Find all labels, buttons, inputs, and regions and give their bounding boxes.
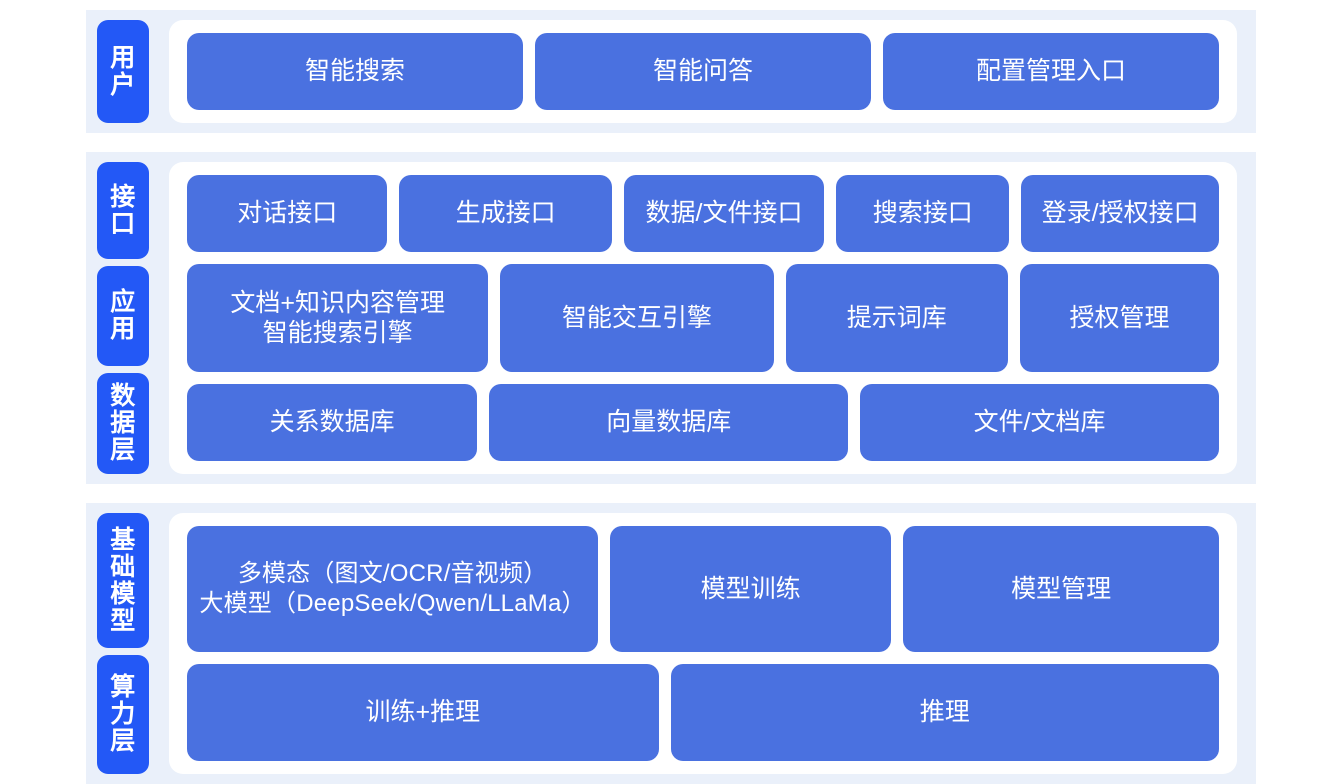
card-document-knowledge-management-label: 文档+知识内容管理 智能搜索引擎 (230, 288, 445, 349)
row-user-entries: 智能搜索 智能问答 配置管理入口 (187, 33, 1219, 110)
card-file-document-store-label: 文件/文档库 (973, 408, 1106, 437)
card-model-management-label: 模型管理 (1011, 574, 1112, 603)
card-smart-interaction-engine-label: 智能交互引擎 (561, 303, 712, 332)
band-base: 基础模型 算力层 多模态（图文/OCR/音视频） 大模型（DeepSeek/Qw… (86, 503, 1256, 784)
layer-tab-data-label: 数据层 (110, 382, 136, 464)
band-base-panel: 多模态（图文/OCR/音视频） 大模型（DeepSeek/Qwen/LLaMa）… (169, 513, 1237, 774)
band-middle-panel: 对话接口 生成接口 数据/文件接口 搜索接口 登录/授权接口 文 (169, 162, 1237, 474)
layer-tab-application[interactable]: 应用 (97, 266, 149, 366)
card-inference[interactable]: 推理 (670, 663, 1219, 761)
card-training-inference[interactable]: 训练+推理 (187, 663, 659, 761)
layer-tab-interface-label: 接口 (110, 182, 136, 238)
card-smart-interaction-engine[interactable]: 智能交互引擎 (500, 264, 774, 372)
card-generation-api-label: 生成接口 (455, 199, 556, 228)
card-document-knowledge-management[interactable]: 文档+知识内容管理 智能搜索引擎 (187, 264, 489, 372)
card-smart-qa[interactable]: 智能问答 (535, 33, 871, 110)
card-data-file-api-label: 数据/文件接口 (645, 199, 803, 228)
layer-tab-interface[interactable]: 接口 (97, 162, 149, 259)
card-generation-api[interactable]: 生成接口 (399, 175, 612, 253)
card-data-file-api[interactable]: 数据/文件接口 (623, 175, 825, 253)
layer-tab-application-label: 应用 (110, 288, 136, 343)
row-data-layer: 关系数据库 向量数据库 文件/文档库 (187, 383, 1219, 462)
row-compute-layer: 训练+推理 推理 (187, 663, 1219, 761)
card-line-2: 智能搜索引擎 (262, 319, 413, 347)
card-prompt-library[interactable]: 提示词库 (785, 264, 1008, 372)
card-model-management[interactable]: 模型管理 (903, 526, 1219, 652)
card-login-auth-api-label: 登录/授权接口 (1041, 199, 1199, 228)
band-base-tab-column: 基础模型 算力层 (86, 503, 160, 784)
card-model-training[interactable]: 模型训练 (610, 526, 892, 652)
card-dialog-api[interactable]: 对话接口 (187, 175, 388, 253)
layer-tab-base-model-label: 基础模型 (110, 525, 136, 635)
row-interface: 对话接口 生成接口 数据/文件接口 搜索接口 登录/授权接口 (187, 175, 1220, 253)
card-config-management-entry[interactable]: 配置管理入口 (883, 33, 1219, 110)
card-smart-qa-label: 智能问答 (652, 57, 753, 86)
card-vector-database-label: 向量数据库 (606, 408, 732, 437)
card-search-api-label: 搜索接口 (872, 199, 973, 228)
card-relational-database[interactable]: 关系数据库 (187, 383, 478, 462)
card-vector-database[interactable]: 向量数据库 (489, 383, 849, 462)
card-multimodal-large-model[interactable]: 多模态（图文/OCR/音视频） 大模型（DeepSeek/Qwen/LLaMa） (187, 526, 599, 652)
row-base-model: 多模态（图文/OCR/音视频） 大模型（DeepSeek/Qwen/LLaMa）… (187, 526, 1219, 652)
card-login-auth-api[interactable]: 登录/授权接口 (1021, 175, 1220, 253)
card-smart-search[interactable]: 智能搜索 (187, 33, 523, 110)
card-authorization-management-label: 授权管理 (1069, 303, 1170, 332)
layer-tab-compute-label: 算力层 (110, 673, 136, 755)
row-application: 文档+知识内容管理 智能搜索引擎 智能交互引擎 提示词库 授权管理 (187, 264, 1219, 372)
card-line-2: 大模型（DeepSeek/Qwen/LLaMa） (199, 589, 586, 617)
card-multimodal-large-model-label: 多模态（图文/OCR/音视频） 大模型（DeepSeek/Qwen/LLaMa） (199, 559, 585, 618)
band-users-tab-column: 用户 (86, 10, 160, 133)
layer-tab-users[interactable]: 用户 (97, 20, 149, 123)
card-smart-search-label: 智能搜索 (304, 57, 405, 86)
band-users: 用户 智能搜索 智能问答 配置管理入口 (86, 10, 1256, 133)
layer-tab-base-model[interactable]: 基础模型 (97, 513, 149, 648)
card-relational-database-label: 关系数据库 (269, 408, 395, 437)
card-search-api[interactable]: 搜索接口 (836, 175, 1010, 253)
layer-tab-compute[interactable]: 算力层 (97, 655, 149, 774)
card-training-inference-label: 训练+推理 (365, 698, 481, 726)
band-middle-tab-column: 接口 应用 数据层 (86, 152, 160, 484)
card-inference-label: 推理 (919, 698, 970, 726)
card-line-1: 多模态（图文/OCR/音视频） (237, 560, 548, 588)
card-dialog-api-label: 对话接口 (237, 199, 338, 228)
layer-tab-data[interactable]: 数据层 (97, 373, 149, 474)
card-file-document-store[interactable]: 文件/文档库 (860, 383, 1219, 462)
card-config-management-entry-label: 配置管理入口 (975, 57, 1126, 86)
card-line-1: 文档+知识内容管理 (230, 288, 445, 317)
card-authorization-management[interactable]: 授权管理 (1019, 264, 1219, 372)
card-prompt-library-label: 提示词库 (846, 303, 947, 332)
card-model-training-label: 模型训练 (700, 574, 801, 603)
band-middle: 接口 应用 数据层 对话接口 生成接口 数据/文件接口 (86, 152, 1256, 484)
layer-tab-users-label: 用户 (110, 43, 136, 99)
band-users-panel: 智能搜索 智能问答 配置管理入口 (169, 20, 1237, 123)
